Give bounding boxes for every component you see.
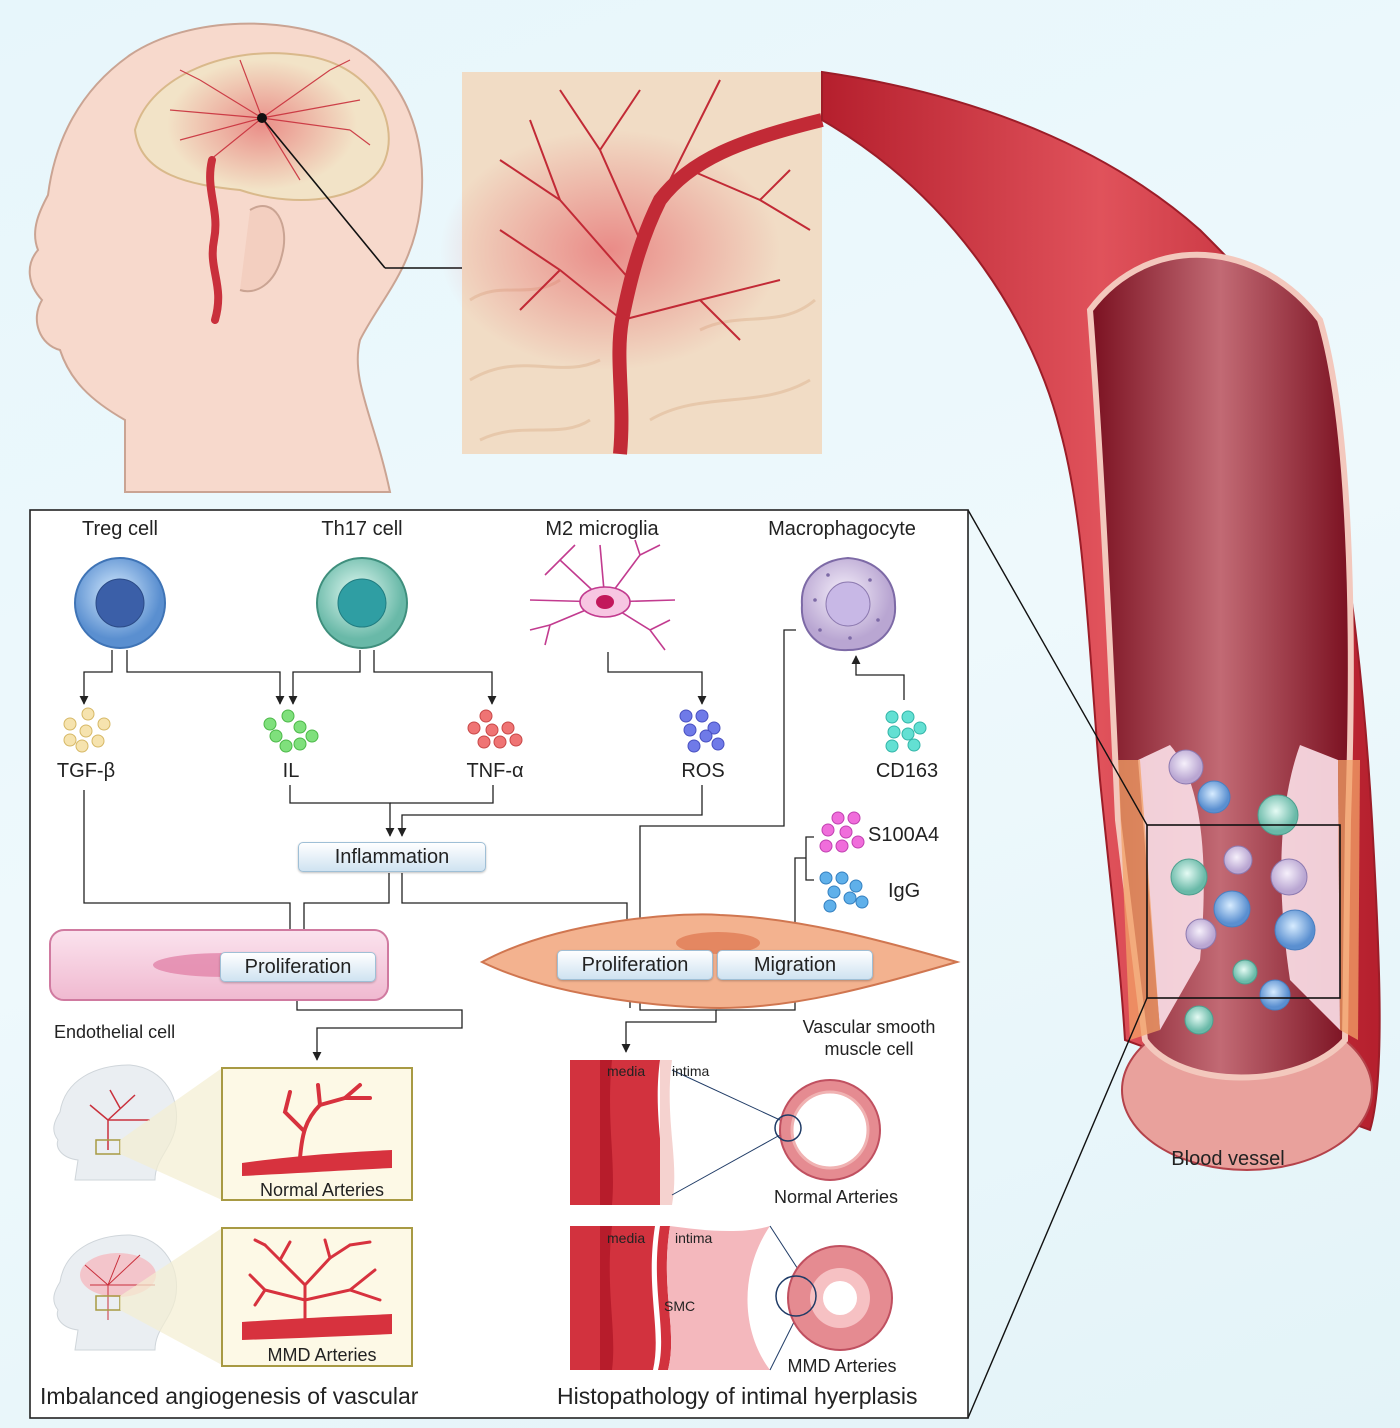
tnf-alpha-dots <box>467 709 523 749</box>
mmd-arteries-label: MMD Arteries <box>267 1345 377 1365</box>
il-label: IL <box>282 760 300 782</box>
cd163-dots <box>885 710 927 753</box>
il-dots <box>263 709 319 753</box>
brain-zoom-panel <box>440 72 824 455</box>
vsmc-label-line1: Vascular smooth <box>802 1017 936 1037</box>
blood-vessel-label: Blood vessel <box>1171 1148 1285 1170</box>
media-label-normal: media <box>607 1063 646 1079</box>
igg-dots <box>819 871 869 913</box>
igg-label: IgG <box>888 880 921 902</box>
macrophagocyte-label: Macrophagocyte <box>768 518 916 540</box>
tgf-beta-label: TGF-β <box>56 760 116 782</box>
tgf-beta-dots <box>63 707 111 753</box>
ros-label: ROS <box>681 760 725 782</box>
normal-artery-histology <box>570 1060 881 1205</box>
smc-proliferation-box: Proliferation <box>557 950 713 980</box>
cd163-label: CD163 <box>875 760 939 782</box>
inflammation-box: Inflammation <box>298 842 486 872</box>
macrophage-icon <box>800 556 897 652</box>
media-label-mmd: media <box>607 1230 646 1246</box>
angiogenesis-title: Imbalanced angiogenesis of vascular <box>40 1383 419 1409</box>
m2-microglia-label: M2 microglia <box>545 518 659 540</box>
head-illustration <box>28 22 462 493</box>
endothelial-cell-label: Endothelial cell <box>54 1022 176 1042</box>
normal-head-thumbnail <box>53 1064 413 1201</box>
endothelial-proliferation-box: Proliferation <box>220 952 376 982</box>
m2-microglia-icon <box>529 539 676 651</box>
treg-cell-icon <box>74 557 166 649</box>
treg-cell-label: Treg cell <box>82 518 158 540</box>
vessel-zoom-box <box>1146 824 1341 999</box>
mmd-artery-histology <box>570 1225 893 1371</box>
blood-vessel-illustration <box>821 70 1381 1419</box>
histopathology-title: Histopathology of intimal hyerplasis <box>557 1383 918 1409</box>
tnf-alpha-label: TNF-α <box>466 760 524 782</box>
vsmc-label-line2: muscle cell <box>824 1039 914 1059</box>
mmd-arteries-ring-label: MMD Arteries <box>787 1356 897 1376</box>
th17-cell-label: Th17 cell <box>321 518 403 540</box>
th17-cell-icon <box>316 557 408 649</box>
normal-arteries-label: Normal Arteries <box>259 1180 385 1200</box>
migration-box: Migration <box>717 950 873 980</box>
mmd-head-thumbnail <box>53 1227 413 1367</box>
smc-label: SMC <box>664 1298 696 1314</box>
intima-label-normal: intima <box>672 1063 710 1079</box>
ros-dots <box>679 709 725 753</box>
normal-arteries-ring-label: Normal Arteries <box>773 1187 899 1207</box>
s100a4-dots <box>819 811 865 853</box>
s100a4-label: S100A4 <box>868 824 940 846</box>
intima-label-mmd: intima <box>675 1230 713 1246</box>
